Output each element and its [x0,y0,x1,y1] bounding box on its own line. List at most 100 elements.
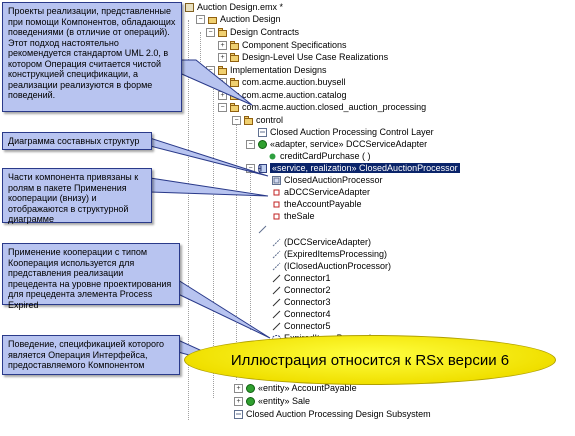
callout-text: Диаграмма составных структур [8,136,140,146]
collapse-icon[interactable]: − [218,102,227,112]
tree-item-label: Connector3 [284,297,331,307]
diagram-icon [258,127,267,137]
callout-component-parts: Части компонента привязаны к ролям в пак… [2,168,152,224]
diagram-icon [234,409,243,419]
tree-item-label: Connector1 [284,273,331,283]
collapse-icon[interactable]: − [206,27,215,37]
tree-item-label: (ExpiredItemsProcessing) [284,249,388,259]
tree-item-part-theaccountpayable[interactable]: theAccountPayable [272,198,362,210]
dependency-icon [272,238,281,247]
tree-item-connector4[interactable]: Connector4 [272,308,331,320]
tree-item-composite-diagram[interactable]: ClosedAuctionProcessor [272,174,383,186]
tree-item-label: Closed Auction Processing Control Layer [270,127,434,137]
callout-collaboration-use: Применение кооперации с типом Кооперация… [2,243,180,310]
banner-text: Иллюстрация относится к RSx версии 6 [230,351,510,369]
tree-item-label: «service, realization» ClosedAuctionProc… [270,163,460,173]
tree-item-label: com.acme.auction.buysell [242,77,346,87]
tree-guide-line [200,32,201,62]
tree-item-label: Connector2 [284,285,331,295]
tree-item-label: (DCCServiceAdapter) [284,237,372,247]
diagram-icon [272,175,281,185]
part-icon [272,200,281,209]
tree-item-control[interactable]: − control [232,114,283,126]
callout-text: Проекты реализации, представленные при п… [8,6,176,100]
callout-pointer [177,279,271,339]
tree-item-use-case-realizations[interactable]: + Design-Level Use Case Realizations [218,51,388,63]
tree-item-label: ClosedAuctionProcessor [284,175,383,185]
package-icon [218,65,227,75]
component-icon [258,163,267,173]
expand-icon[interactable]: + [234,383,243,393]
tree-item-connector2[interactable]: Connector2 [272,284,331,296]
tree-item-creditcardpurchase[interactable]: creditCardPurchase ( ) [268,150,371,162]
tree-item-auction-design[interactable]: − Auction Design [196,13,281,25]
package-icon [244,115,253,125]
tree-item-component-specifications[interactable]: + Component Specifications [218,39,347,51]
tree-item-label: (IClosedAuctionProcessor) [284,261,392,271]
collapse-icon[interactable]: − [232,115,241,125]
collaboration-use-icon [258,225,267,234]
tree-item-label: Connector5 [284,321,331,331]
tree-item-connector3[interactable]: Connector3 [272,296,331,308]
tree-item-part-thesale[interactable]: theSale [272,210,315,222]
component-icon [258,139,267,149]
model-icon [208,15,217,24]
tree-guide-line [250,170,251,330]
package-icon [230,40,239,50]
callout-text: Части компонента привязаны к ролям в пак… [8,172,139,224]
expand-icon[interactable]: + [218,40,227,50]
tree-item-label: Auction Design [220,14,281,24]
tree-item-label: theSale [284,211,315,221]
tree-item-label: Design-Level Use Case Realizations [242,52,389,62]
tree-guide-line [213,78,214,398]
tree-item-dccserviceadapter-ref[interactable]: (DCCServiceAdapter) [272,236,371,248]
connector-icon [272,298,281,307]
tree-item-label: Implementation Designs [230,65,327,75]
expand-icon[interactable]: + [234,396,243,406]
tree-item-accountpayable[interactable]: + «entity» AccountPayable [234,382,357,394]
tree-item-label: com.acme.auction.closed_auction_processi… [242,102,427,112]
package-icon [230,52,239,62]
operation-icon [268,152,277,161]
package-icon [230,102,239,112]
tree-item-part-adccserviceadapter[interactable]: aDCCServiceAdapter [272,186,370,198]
tree-item-label: Closed Auction Processing Design Subsyst… [246,409,431,419]
tree-item-control-layer[interactable]: Closed Auction Processing Control Layer [258,126,434,138]
tree-item-closed-auction-processing[interactable]: − com.acme.auction.closed_auction_proces… [218,101,426,113]
tree-item-design-contracts[interactable]: − Design Contracts [206,26,299,38]
collapse-icon[interactable]: − [196,14,205,24]
tree-item-label: Connector4 [284,309,331,319]
callout-pointer [149,137,269,177]
collapse-icon[interactable]: − [246,139,255,149]
tree-item-label: «entity» AccountPayable [258,383,357,393]
tree-item-dccserviceadapter[interactable]: − «adapter, service» DCCServiceAdapter [246,138,427,150]
connector-icon [272,286,281,295]
callout-composite-structure-diagram: Диаграмма составных структур [2,132,152,150]
connector-icon [272,274,281,283]
tree-item-label: control [256,115,284,125]
tree-item-unnamed[interactable] [258,223,270,235]
expand-icon[interactable]: + [218,52,227,62]
callout-text: Применение кооперации с типом Кооперация… [8,247,172,310]
tree-item-model-file[interactable]: Auction Design.emx * [185,1,283,13]
component-icon [246,396,255,406]
tree-item-sale[interactable]: + «entity» Sale [234,395,310,407]
tree-item-closedauctionprocessor[interactable]: − «service, realization» ClosedAuctionPr… [246,162,460,174]
tree-item-design-subsystem[interactable]: Closed Auction Processing Design Subsyst… [234,408,431,420]
tree-item-label: aDCCServiceAdapter [284,187,371,197]
model-file-icon [185,2,194,12]
tree-item-connector5[interactable]: Connector5 [272,320,331,332]
tree-item-label: «adapter, service» DCCServiceAdapter [270,139,428,149]
callout-behavior: Поведение, спецификацией которого являет… [2,335,180,375]
callout-implementation-designs: Проекты реализации, представленные при п… [2,2,182,112]
package-icon [230,77,239,87]
part-icon [272,212,281,221]
tree-item-label: com.acme.auction.catalog [242,90,347,100]
tree-item-label: Component Specifications [242,40,347,50]
connector-icon [272,322,281,331]
tree-item-label: «entity» Sale [258,396,311,406]
tree-item-iclosedauctionprocessor-ref[interactable]: (IClosedAuctionProcessor) [272,260,391,272]
part-icon [272,188,281,197]
tree-item-connector1[interactable]: Connector1 [272,272,331,284]
tree-item-expireditemsprocessing-ref[interactable]: (ExpiredItemsProcessing) [272,248,387,260]
